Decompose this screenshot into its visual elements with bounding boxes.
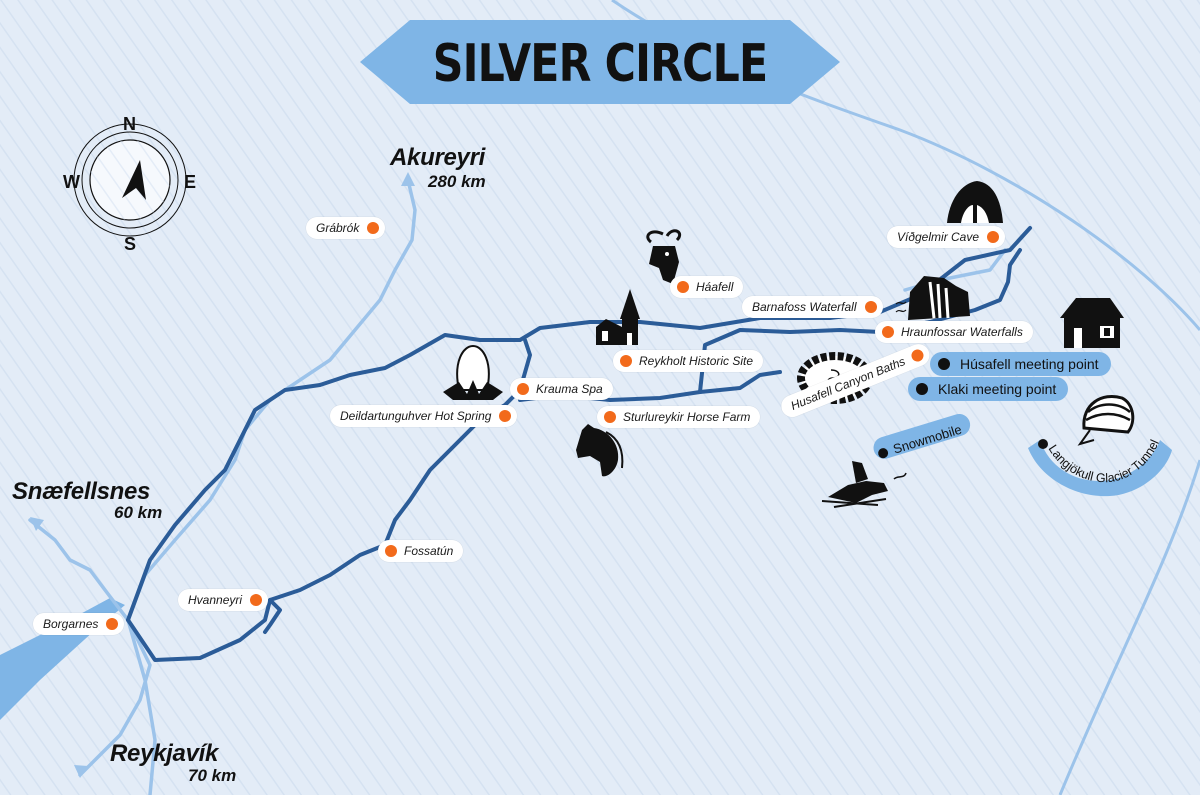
stop-dot-icon	[987, 231, 1000, 243]
compass-east: E	[184, 172, 197, 192]
horse-icon	[576, 424, 624, 477]
stop-grabrok[interactable]: Grábrók	[306, 217, 386, 239]
stop-label: Fossatún	[404, 544, 454, 558]
husafell-meeting-point[interactable]: Húsafell meeting point	[930, 352, 1111, 376]
stop-dot-icon	[106, 618, 119, 630]
stop-borgarnes[interactable]: Borgarnes	[33, 613, 125, 635]
stop-label: Grábrók	[316, 221, 360, 235]
stop-dot-icon	[909, 347, 926, 364]
city-akureyri: Akureyri	[390, 144, 485, 171]
stop-label: Krauma Spa	[536, 382, 603, 396]
stop-dot-icon	[882, 326, 894, 338]
church-icon	[596, 289, 640, 345]
stop-dot-icon	[604, 411, 616, 423]
compass-north: N	[123, 114, 136, 134]
city-reykjavik: Reykjavík	[110, 740, 219, 767]
stop-label: Borgarnes	[43, 617, 99, 631]
distance-snaefellsnes: 60 km	[114, 503, 163, 522]
stop-label: Sturlureykir Horse Farm	[623, 410, 751, 424]
stop-label: Hraunfossar Waterfalls	[901, 325, 1023, 339]
title-banner	[360, 20, 840, 104]
compass-icon	[73, 123, 187, 237]
stop-deildartunguhver[interactable]: Deildartunguhver Hot Spring	[330, 405, 518, 427]
arrow-reykjavik-icon	[74, 765, 88, 778]
stop-dot-icon	[864, 301, 877, 313]
stop-label: Háafell	[696, 280, 734, 294]
glacier-tunnel-banner	[1028, 440, 1172, 497]
meeting-dot-icon	[938, 358, 950, 370]
goat-icon	[646, 229, 682, 284]
stop-dot-icon	[499, 410, 512, 422]
cave-icon	[947, 181, 1003, 223]
waterfall-icon	[895, 276, 970, 320]
stop-dot-icon	[620, 355, 632, 367]
stop-sturlureykir[interactable]: Sturlureykir Horse Farm	[597, 406, 761, 428]
stop-dot-icon	[385, 545, 397, 557]
distance-reykjavik: 70 km	[188, 766, 237, 785]
meeting-label: Húsafell meeting point	[960, 356, 1099, 372]
cabin-icon	[1060, 298, 1124, 348]
stop-vidgelmir[interactable]: Víðgelmir Cave	[887, 226, 1006, 248]
klaki-meeting-point[interactable]: Klaki meeting point	[908, 377, 1069, 401]
arrow-snaefellsnes-icon	[30, 517, 44, 531]
region-boundary-east	[1058, 459, 1200, 795]
city-snaefellsnes: Snæfellsnes	[12, 478, 151, 505]
stop-dot-icon	[517, 383, 529, 395]
stop-label: Deildartunguhver Hot Spring	[340, 409, 492, 423]
stop-reykholt[interactable]: Reykholt Historic Site	[613, 350, 764, 372]
meeting-dot-icon	[916, 383, 928, 395]
stop-label: Barnafoss Waterfall	[752, 300, 857, 314]
snowmobile-banner	[873, 413, 971, 459]
activity-dot-icon	[876, 446, 890, 460]
helmet-icon	[1077, 395, 1135, 446]
stop-fossatun[interactable]: Fossatún	[378, 540, 464, 562]
stop-label: Víðgelmir Cave	[897, 230, 980, 244]
page-title: SILVER CIRCLE	[432, 34, 768, 94]
stop-hvanneyri[interactable]: Hvanneyri	[178, 589, 269, 611]
arrow-akureyri-icon	[401, 172, 415, 186]
distance-akureyri: 280 km	[428, 172, 486, 191]
compass-west: W	[63, 172, 80, 192]
stop-dot-icon	[250, 594, 263, 606]
stop-barnafoss[interactable]: Barnafoss Waterfall	[742, 296, 883, 318]
stop-krauma[interactable]: Krauma Spa	[510, 378, 613, 400]
compass-south: S	[124, 234, 137, 254]
meeting-label: Klaki meeting point	[938, 381, 1057, 397]
stop-label: Hvanneyri	[188, 593, 243, 607]
stop-dot-icon	[367, 222, 380, 234]
geyser-icon	[443, 344, 503, 400]
stop-hraunfossar[interactable]: Hraunfossar Waterfalls	[875, 321, 1033, 343]
stop-label: Reykholt Historic Site	[639, 354, 754, 368]
stop-haafell[interactable]: Háafell	[670, 276, 744, 298]
stop-dot-icon	[677, 281, 689, 293]
snowmobile-icon	[821, 461, 907, 508]
